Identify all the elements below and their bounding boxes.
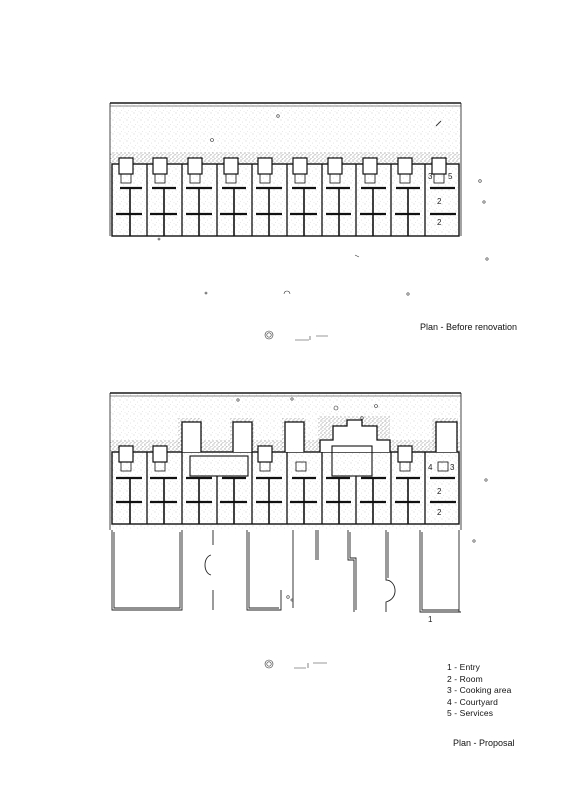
plan-proposal-plots <box>111 530 461 613</box>
plan-before-houses <box>111 157 460 237</box>
plan-proposal-caption: Plan - Proposal <box>453 738 515 748</box>
plan-proposal-num-2a: 2 <box>437 487 442 496</box>
plan-proposal-num-1: 1 <box>428 615 433 624</box>
plan-before-num-2b: 2 <box>437 218 442 227</box>
plan-proposal-num-2b: 2 <box>437 508 442 517</box>
plan-before-scatter <box>157 114 489 341</box>
legend-item-services: 5 - Services <box>447 708 494 718</box>
plan-before-num-5: 5 <box>448 172 453 181</box>
plan-before-num-3: 3 <box>428 172 433 181</box>
plan-before-num-2a: 2 <box>437 197 442 206</box>
plan-proposal-num-4: 4 <box>428 463 433 472</box>
legend-item-courtyard: 4 - Courtyard <box>447 696 498 707</box>
plan-proposal-houses <box>111 419 460 525</box>
legend-item-cooking-area: 3 - Cooking area <box>447 685 512 695</box>
plan-proposal-scatter <box>236 397 488 669</box>
plan-proposal-num-3: 3 <box>450 463 455 472</box>
legend: 1 - Entry 2 - Room 3 - Cooking area 4 - … <box>447 662 511 720</box>
legend-item-room: 2 - Room <box>447 673 483 684</box>
legend-item-entry: 1 - Entry <box>447 662 481 672</box>
plan-before-caption: Plan - Before renovation <box>420 322 518 332</box>
